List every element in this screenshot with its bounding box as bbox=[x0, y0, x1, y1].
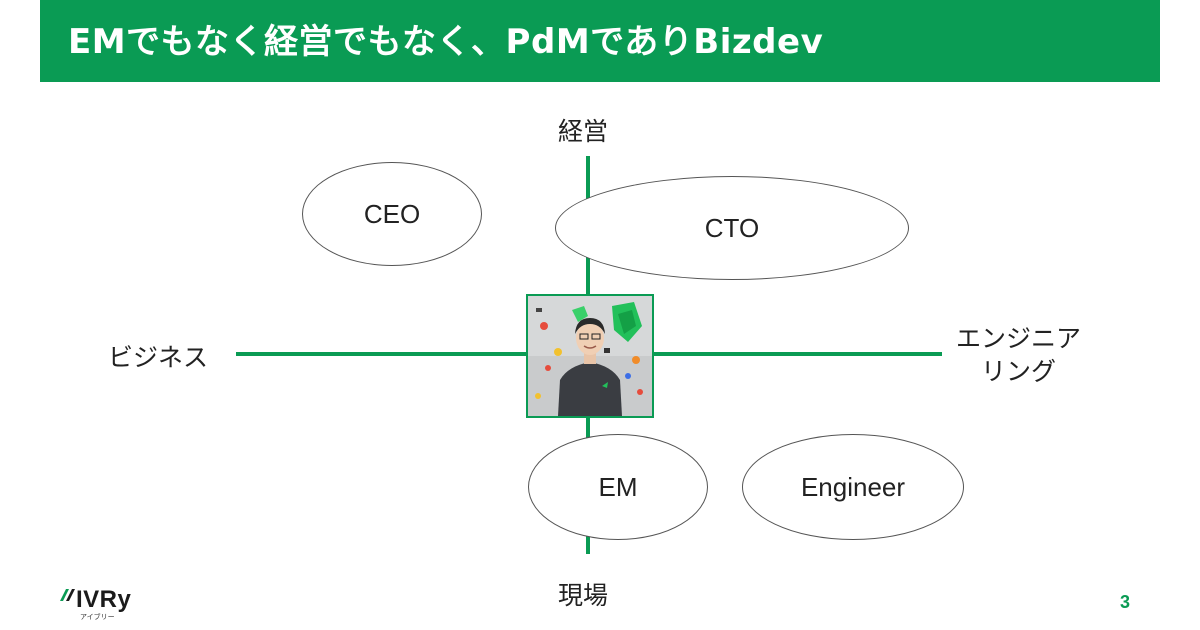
slide-title: EMでもなく経営でもなく、PdMでありBizdev bbox=[68, 22, 824, 62]
logo-wordmark: IVRy bbox=[76, 586, 132, 613]
role-ceo-label: CEO bbox=[363, 198, 421, 229]
logo-subtext: アイブリー bbox=[80, 613, 115, 621]
role-cto-label: CTO bbox=[704, 212, 760, 243]
axis-label-right-line2: リング bbox=[981, 357, 1057, 386]
ivry-logo: IVRy アイブリー bbox=[58, 586, 148, 622]
page-number: 3 bbox=[1120, 592, 1131, 612]
role-cto: CTO bbox=[555, 176, 909, 280]
title-banner: EMでもなく経営でもなく、PdMでありBizdev bbox=[40, 0, 1160, 82]
role-engineer: Engineer bbox=[742, 434, 964, 540]
axis-label-left: ビジネス bbox=[108, 343, 209, 372]
role-em: EM bbox=[528, 434, 708, 540]
profile-photo bbox=[526, 294, 654, 418]
role-engineer-label: Engineer bbox=[800, 471, 906, 502]
axis-label-right: エンジニア リング bbox=[956, 322, 1081, 388]
axis-label-top: 経営 bbox=[558, 117, 609, 146]
role-em-label: EM bbox=[598, 471, 638, 502]
axis-label-bottom: 現場 bbox=[558, 581, 609, 610]
axis-label-right-line1: エンジニア bbox=[956, 324, 1082, 353]
role-ceo: CEO bbox=[302, 162, 482, 266]
profile-photo-illustration bbox=[528, 296, 652, 416]
logo-mark-icon bbox=[60, 589, 75, 601]
